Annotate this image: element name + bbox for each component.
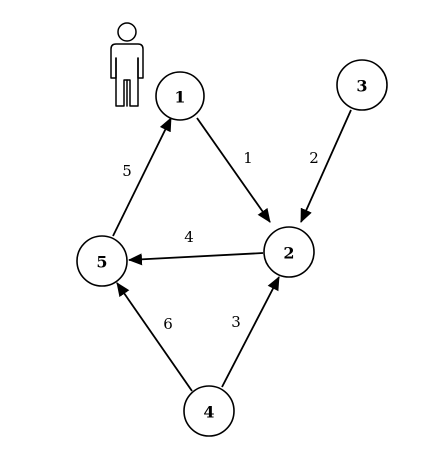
node-4: 4 — [183, 385, 235, 437]
edge-label-5-to-1: 5 — [122, 162, 132, 180]
node-1: 1 — [155, 71, 205, 121]
node-3: 3 — [336, 59, 388, 111]
edge-4-to-5 — [116, 282, 193, 392]
edge-3-to-2 — [300, 109, 352, 223]
node-label: 5 — [96, 253, 107, 272]
edge-label-2-to-5: 4 — [184, 228, 194, 246]
node-label: 2 — [283, 244, 294, 263]
edge-2-to-5 — [128, 252, 264, 266]
node-5: 5 — [76, 235, 128, 287]
edge-label-4-to-5: 6 — [163, 315, 173, 333]
edges-layer — [112, 109, 352, 392]
edge-4-to-2 — [221, 276, 280, 388]
edge-label-1-to-2: 1 — [243, 149, 253, 167]
edge-5-to-1 — [112, 117, 172, 237]
edge-1-to-2 — [196, 117, 271, 223]
node-label: 3 — [356, 77, 367, 96]
node-2: 2 — [263, 226, 315, 278]
node-label: 1 — [174, 88, 185, 107]
edge-label-3-to-2: 2 — [309, 149, 319, 167]
edge-label-4-to-2: 3 — [231, 313, 241, 331]
nodes-layer: 1 2 3 4 5 — [76, 59, 388, 437]
edge-labels-layer: 1 2 3 4 5 6 — [122, 149, 319, 333]
person-icon — [110, 22, 144, 107]
node-label: 4 — [203, 403, 214, 422]
